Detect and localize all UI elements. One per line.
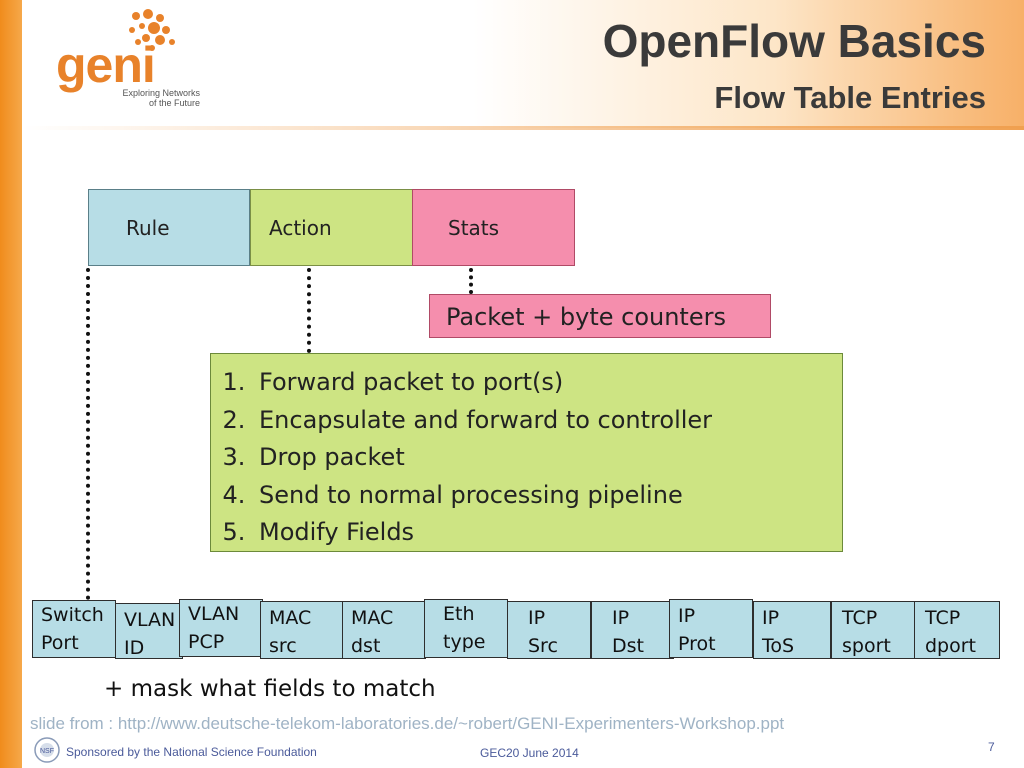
counters-label: Packet + byte counters xyxy=(446,303,726,331)
left-accent-stripe xyxy=(0,0,22,768)
action-item: Modify Fields xyxy=(253,514,842,552)
source-citation: slide from : http://www.deutsche-telekom… xyxy=(30,714,785,733)
field-ip-dst: IP Dst xyxy=(591,601,674,659)
field-mac-src: MAC src xyxy=(260,601,343,659)
rule-box: Rule xyxy=(88,189,250,266)
nsf-logo-icon: NSF xyxy=(34,737,60,763)
actions-list: Forward packet to port(s) Encapsulate an… xyxy=(217,364,842,552)
field-vlan-pcp: VLAN PCP xyxy=(179,599,263,657)
page-number: 7 xyxy=(988,740,995,754)
action-item: Drop packet xyxy=(253,439,842,477)
field-eth-type: Eth type xyxy=(424,599,508,658)
field-tcp-sport: TCP sport xyxy=(831,601,915,659)
rule-connector xyxy=(86,268,90,600)
svg-text:NSF: NSF xyxy=(40,748,54,755)
field-ip-src: IP Src xyxy=(507,601,591,659)
field-vlan-id: VLAN ID xyxy=(115,603,183,659)
geni-logo: geni Exploring Networks of the Future xyxy=(50,6,200,111)
action-box: Action xyxy=(250,189,413,266)
header-band xyxy=(22,0,1024,128)
action-item: Forward packet to port(s) xyxy=(253,364,842,402)
field-tcp-dport: TCP dport xyxy=(914,601,1000,659)
footer-sponsor: Sponsored by the National Science Founda… xyxy=(66,745,317,759)
action-item: Send to normal processing pipeline xyxy=(253,477,842,515)
header-divider xyxy=(22,126,1024,130)
stats-connector xyxy=(469,268,473,294)
field-switch-port: Switch Port xyxy=(32,600,116,658)
packet-byte-counters-box: Packet + byte counters xyxy=(429,294,771,338)
footer-event: GEC20 June 2014 xyxy=(480,746,579,760)
logo-tagline-line-1: Exploring Networks xyxy=(122,88,200,98)
field-ip-prot: IP Prot xyxy=(669,599,753,658)
logo-wordmark: geni xyxy=(56,37,156,93)
stats-box: Stats xyxy=(412,189,575,266)
actions-list-box: Forward packet to port(s) Encapsulate an… xyxy=(210,353,843,552)
stats-label: Stats xyxy=(448,216,500,240)
slide-subtitle: Flow Table Entries xyxy=(714,80,986,115)
geni-logo-graphic xyxy=(129,9,175,51)
field-mac-dst: MAC dst xyxy=(342,601,426,659)
logo-tagline-line-2: of the Future xyxy=(148,98,200,108)
mask-note: + mask what fields to match xyxy=(104,676,436,702)
action-item: Encapsulate and forward to controller xyxy=(253,402,842,440)
action-label: Action xyxy=(269,216,332,240)
logo-tagline: Exploring Networks of the Future xyxy=(90,88,200,108)
rule-label: Rule xyxy=(126,216,170,240)
field-ip-tos: IP ToS xyxy=(753,601,831,659)
action-connector xyxy=(307,268,311,353)
slide-title: OpenFlow Basics xyxy=(602,15,986,67)
